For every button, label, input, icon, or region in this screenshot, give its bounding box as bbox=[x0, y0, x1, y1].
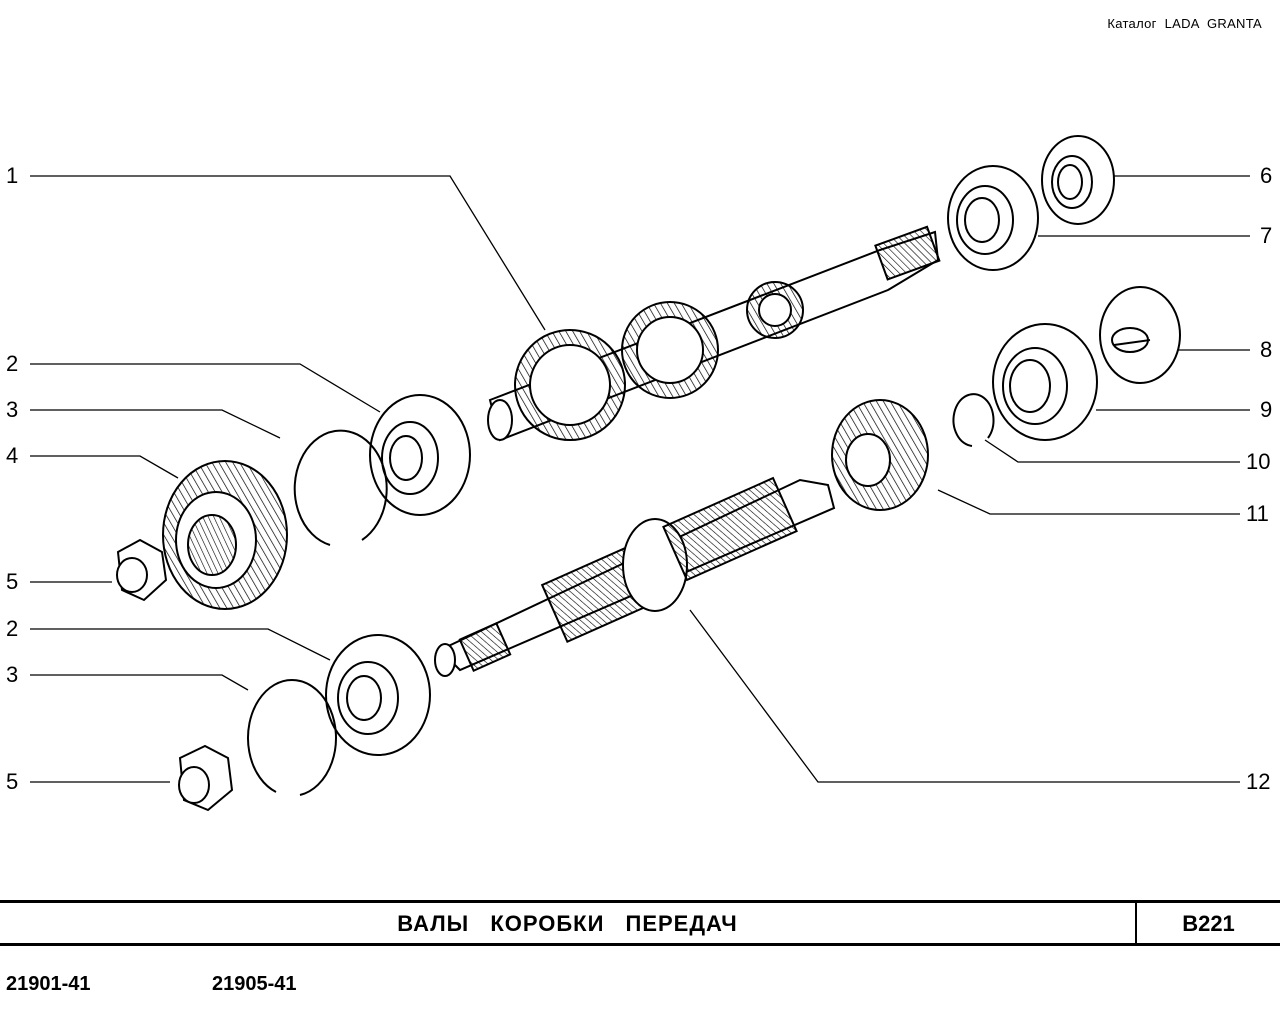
primary-shaft bbox=[487, 225, 941, 442]
leader-12 bbox=[689, 609, 1240, 783]
callout-5-lower: 5 bbox=[6, 769, 19, 794]
primary-gear-large-hub bbox=[529, 344, 611, 426]
gear-11 bbox=[831, 399, 929, 511]
leader-4 bbox=[30, 455, 179, 479]
callout-3-upper: 3 bbox=[6, 397, 19, 422]
exploded-parts-diagram bbox=[30, 135, 1250, 812]
callout-12: 12 bbox=[1246, 769, 1271, 794]
leader-1 bbox=[30, 175, 546, 331]
primary-shaft-end bbox=[487, 399, 513, 441]
model-code-1: 21901-41 bbox=[6, 973, 91, 995]
primary-shaft-spline bbox=[874, 225, 941, 281]
bearing-2-lower bbox=[325, 634, 431, 756]
callout-4: 4 bbox=[6, 443, 19, 468]
secondary-spline bbox=[458, 622, 512, 672]
catalog-label: Каталог bbox=[1107, 16, 1157, 31]
gear-4 bbox=[162, 460, 288, 610]
bearing-9 bbox=[992, 323, 1098, 441]
callout-8: 8 bbox=[1260, 337, 1273, 362]
nut-5-upper bbox=[116, 538, 168, 602]
leader-2b bbox=[30, 628, 331, 661]
section-code: B221 bbox=[1182, 911, 1235, 936]
callout-2-upper: 2 bbox=[6, 351, 19, 376]
catalog-header: Каталог LADA GRANTA bbox=[1103, 16, 1262, 31]
page-title: ВАЛЫ КОРОБКИ ПЕРЕДАЧ bbox=[397, 911, 738, 936]
nut-5-lower bbox=[178, 744, 234, 812]
callout-10: 10 bbox=[1246, 449, 1271, 474]
leader-3b bbox=[30, 674, 249, 691]
snap-ring-10 bbox=[952, 393, 995, 447]
leader-3a bbox=[30, 409, 281, 439]
leader-11 bbox=[937, 489, 1240, 515]
secondary-gear-block-2 bbox=[662, 476, 798, 582]
secondary-shaft bbox=[434, 476, 836, 677]
title-bar: ВАЛЫ КОРОБКИ ПЕРЕДАЧ B221 bbox=[0, 900, 1280, 946]
catalog-brand: LADA bbox=[1164, 16, 1200, 31]
seal-6 bbox=[1041, 135, 1115, 225]
model-code-2: 21905-41 bbox=[212, 973, 297, 995]
bearing-2-upper bbox=[369, 394, 471, 516]
callout-3-lower: 3 bbox=[6, 662, 19, 687]
callout-7: 7 bbox=[1260, 223, 1273, 248]
callout-9: 9 bbox=[1260, 397, 1273, 422]
bearing-7 bbox=[947, 165, 1039, 271]
title-divider bbox=[1135, 903, 1137, 943]
leader-10 bbox=[984, 439, 1240, 463]
catalog-model: GRANTA bbox=[1206, 16, 1262, 31]
callout-11: 11 bbox=[1246, 501, 1269, 526]
snap-ring-3-upper bbox=[293, 429, 388, 546]
primary-gear-small-hub bbox=[758, 293, 792, 327]
callout-1: 1 bbox=[6, 163, 19, 188]
primary-gear-medium-hub bbox=[636, 316, 704, 384]
snap-ring-3-lower bbox=[246, 679, 337, 796]
callout-5-upper: 5 bbox=[6, 569, 19, 594]
callout-6: 6 bbox=[1260, 163, 1273, 188]
secondary-shaft-end bbox=[434, 643, 456, 677]
cover-8 bbox=[1099, 286, 1181, 384]
leader-2a bbox=[30, 363, 381, 413]
leader-lines bbox=[30, 175, 1250, 783]
callout-2-lower: 2 bbox=[6, 616, 19, 641]
